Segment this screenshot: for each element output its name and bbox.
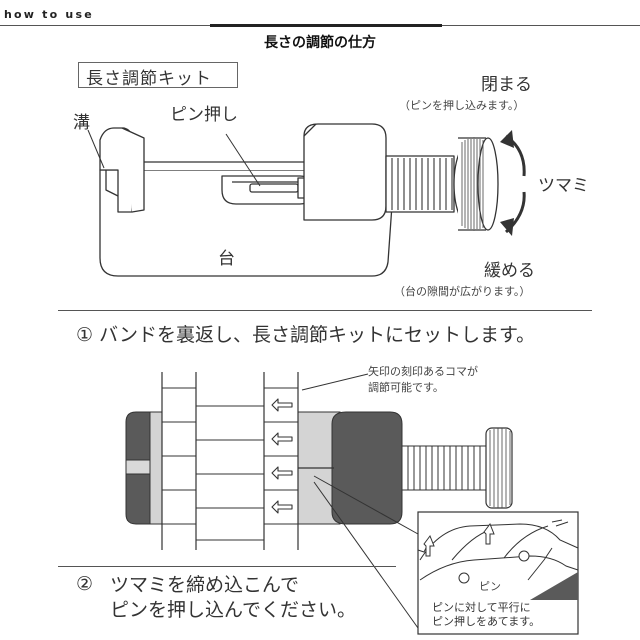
leader-arrow-koma [301, 373, 369, 391]
leader-inset [313, 475, 419, 629]
step-1-text: ① バンドを裏返し、長さ調節キットにセットします。 [76, 324, 536, 346]
section-tag: how to use [4, 8, 94, 21]
arrow-link-note: 矢印の刻印あるコマが 調節可能です。 [368, 365, 478, 394]
pin-push-label: ピン押し [170, 105, 238, 125]
leader-pin-push [225, 133, 261, 187]
inset-detail [417, 511, 579, 635]
section-divider [58, 310, 592, 311]
step-2-divider [58, 566, 396, 567]
header-rule-accent [210, 24, 442, 27]
close-label: 閉まる [481, 75, 532, 95]
band-illustration [125, 372, 513, 550]
inset-note: ピンに対して平行に ピン押しをあてます。 [432, 601, 541, 628]
leader-groove [87, 129, 105, 169]
step-2-number: ② [76, 573, 94, 595]
thread-lines [391, 158, 453, 210]
loosen-arrow-head [500, 218, 514, 236]
rotation-arrows [504, 134, 526, 234]
inset-pin-label: ピン [479, 580, 501, 593]
kit-label: 長さ調節キット [86, 69, 212, 89]
screw-thread [385, 155, 455, 213]
base-label: 台 [218, 249, 235, 269]
groove-label: 溝 [73, 113, 90, 133]
page-title: 長さの調節の仕方 [264, 35, 376, 51]
loosen-label: 緩める [484, 261, 535, 281]
knob-knurl [461, 139, 484, 229]
close-arrow-head [500, 130, 514, 148]
kit-label-frame [78, 62, 238, 88]
knob-label: ツマミ [538, 176, 589, 196]
close-note: （ピンを押し込みます。） [399, 99, 525, 112]
kit-illustration [99, 123, 499, 277]
step-2-text: ツマミを締め込こんで ピンを押し込んでください。 [110, 574, 357, 621]
loosen-note: （台の隙間が広がります。） [394, 285, 531, 298]
